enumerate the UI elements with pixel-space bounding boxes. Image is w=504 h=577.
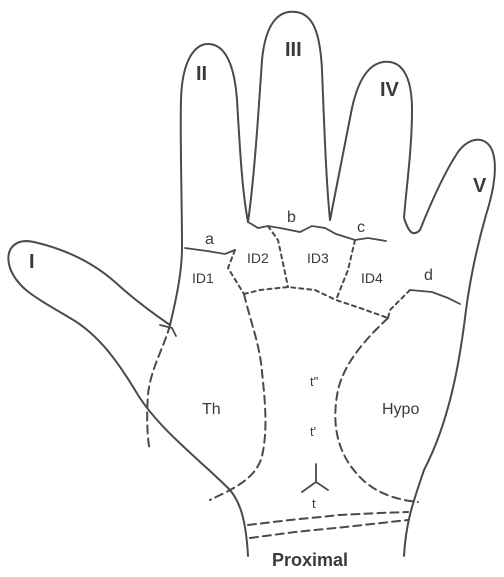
crease-line-d — [410, 290, 460, 304]
id-boundary-cd — [388, 290, 410, 318]
id-boundary-bc — [336, 240, 355, 300]
digit-label-little: V — [473, 175, 487, 197]
id-boundary-ab — [268, 226, 288, 287]
digit-label-thumb: I — [29, 251, 35, 273]
id1-label: ID1 — [192, 270, 214, 286]
id4-label: ID4 — [361, 270, 383, 286]
triradius-t-symbol — [302, 464, 328, 492]
triradius-t-double-prime-label: t" — [310, 374, 319, 389]
id-bottom-boundary — [244, 287, 388, 318]
crease-line-a — [185, 248, 235, 254]
digit-label-ring: IV — [380, 79, 400, 101]
crease-line-b — [248, 222, 386, 241]
triradius-c-label: c — [357, 219, 365, 236]
id-boundary-left — [228, 250, 244, 294]
triradius-t-label: t — [312, 496, 316, 511]
id2-label: ID2 — [247, 250, 269, 266]
thenar-boundary-inner — [210, 294, 265, 500]
triradius-d-label: d — [424, 267, 433, 284]
id3-label: ID3 — [307, 250, 329, 266]
hypothenar-label: Hypo — [382, 401, 419, 418]
triradius-t-prime-label: t' — [310, 424, 316, 439]
digit-label-middle: III — [285, 39, 302, 61]
triradius-b-label: b — [287, 209, 296, 226]
proximal-label: Proximal — [272, 550, 348, 570]
thenar-label: Th — [202, 401, 221, 418]
triradius-a-label: a — [205, 231, 214, 248]
digit-label-index: II — [196, 63, 207, 85]
